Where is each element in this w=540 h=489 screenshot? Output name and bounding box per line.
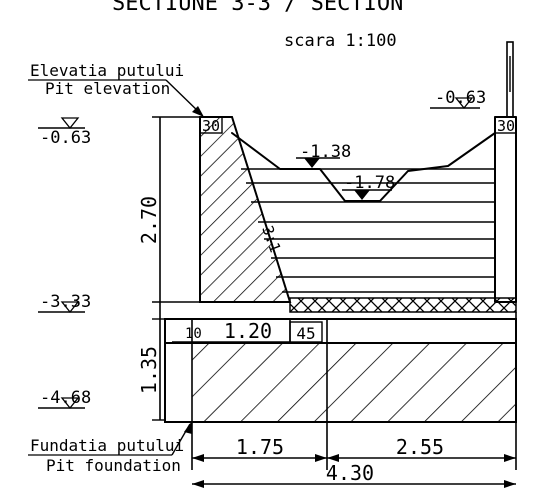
level-top-left: -0.63 — [38, 117, 91, 148]
level-foundation-top: -3.33 — [38, 292, 91, 314]
level-top-right: -0.63 — [430, 88, 486, 110]
left-wall-hatch — [199, 116, 292, 303]
svg-text:-1.38: -1.38 — [300, 142, 351, 162]
dim-foundation-height: 1.35 — [137, 346, 161, 394]
callout-pit-elevation: Elevatia putului Pit elevation — [28, 61, 204, 117]
svg-text:Pit elevation: Pit elevation — [45, 79, 170, 98]
callout-pit-foundation: Fundatia putului Pit foundation — [28, 421, 192, 475]
svg-text:-0.63: -0.63 — [40, 128, 91, 148]
dim-width-120: 1.20 — [224, 319, 272, 343]
drawing-title: SECTIUNE 3-3 / SECTION — [112, 0, 403, 16]
svg-text:-3.33: -3.33 — [40, 292, 91, 312]
level-foundation-bottom: -4.68 — [38, 388, 91, 410]
svg-text:Pit foundation: Pit foundation — [46, 456, 181, 475]
svg-text:Fundatia putului: Fundatia putului — [30, 436, 184, 455]
dim-wall-top-left: 30 — [202, 117, 220, 135]
level-terrain-low: -1.78 — [342, 173, 395, 200]
svg-text:-4.68: -4.68 — [40, 388, 91, 408]
dim-width-255: 2.55 — [396, 435, 444, 459]
dim-offset-10: 10 — [185, 326, 202, 342]
dim-wall-top-right: 30 — [497, 117, 515, 135]
terrain-profile — [231, 132, 496, 202]
dim-elevation-height: 2.70 — [137, 196, 161, 244]
right-wall — [494, 116, 517, 303]
svg-text:-0.63: -0.63 — [435, 88, 486, 108]
svg-text:Elevatia putului: Elevatia putului — [30, 61, 184, 80]
svg-text:-1.78: -1.78 — [344, 173, 395, 193]
foundation-hatch — [192, 343, 516, 422]
dim-total-width: 4.30 — [326, 461, 374, 485]
base-layer — [289, 297, 517, 313]
drawing-scale: scara 1:100 — [284, 31, 397, 51]
dim-width-45: 45 — [296, 324, 315, 343]
dim-width-175: 1.75 — [236, 435, 284, 459]
level-terrain-mid: -1.38 — [296, 142, 351, 168]
